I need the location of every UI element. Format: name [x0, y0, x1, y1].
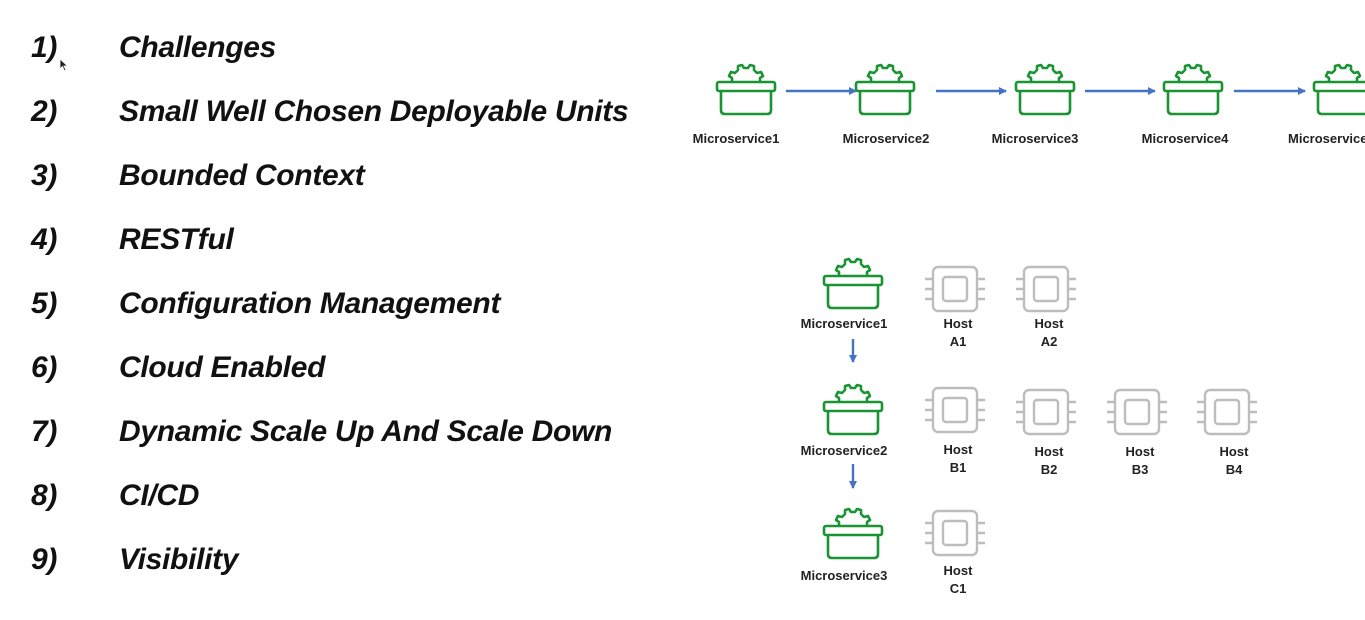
chip-icon — [923, 509, 987, 557]
host-id: A2 — [1041, 334, 1058, 349]
host-label: Host — [944, 563, 974, 578]
service-label: Microservice3 — [801, 568, 888, 583]
service-label: Microservice2 — [843, 131, 930, 146]
agenda-number: 1) — [31, 31, 58, 64]
agenda-item: 3) Bounded Context — [0, 156, 680, 196]
agenda-text: Small Well Chosen Deployable Units — [119, 95, 629, 128]
gear-box-icon — [822, 257, 884, 310]
deployment-diagram: Microservice1 Microservice2 Microservice… — [801, 257, 1259, 596]
agenda-number: 2) — [31, 95, 58, 128]
host-id: A1 — [950, 334, 967, 349]
gear-box-icon — [715, 63, 777, 116]
agenda-text: Configuration Management — [119, 287, 501, 320]
service-label: Microservice1 — [801, 316, 888, 331]
agenda-text: Challenges — [119, 31, 277, 64]
chip-icon — [1195, 388, 1259, 436]
gear-box-icon — [1014, 63, 1076, 116]
host-label: Host — [944, 442, 974, 457]
chip-icon — [1014, 265, 1078, 313]
host-id: B1 — [950, 460, 967, 475]
agenda-text: Bounded Context — [119, 159, 365, 192]
agenda-number: 4) — [31, 223, 58, 256]
gear-box-icon — [822, 383, 884, 436]
agenda-number: 7) — [31, 415, 58, 448]
agenda-number: 3) — [31, 159, 58, 192]
chip-icon — [923, 265, 987, 313]
service-label: Microservice3 — [992, 131, 1079, 146]
host-id: B3 — [1132, 462, 1149, 477]
service-label: Microservice1 — [693, 131, 780, 146]
host-label: Host — [1035, 444, 1065, 459]
mouse-pointer-icon — [59, 58, 69, 72]
chip-icon — [923, 386, 987, 434]
agenda-text: Dynamic Scale Up And Scale Down — [119, 415, 613, 448]
agenda-number: 8) — [31, 479, 58, 512]
gear-box-icon — [1162, 63, 1224, 116]
chip-icon — [1014, 388, 1078, 436]
host-id: B4 — [1226, 462, 1243, 477]
host-label: Host — [1035, 316, 1065, 331]
agenda-list: 1) Challenges 2) Small Well Chosen Deplo… — [0, 0, 680, 620]
gear-box-icon — [1312, 63, 1365, 116]
host-label: Host — [944, 316, 974, 331]
agenda-text: Visibility — [119, 543, 239, 576]
agenda-text: Cloud Enabled — [119, 351, 326, 384]
agenda-item: 4) RESTful — [0, 220, 680, 260]
host-label: Host — [1126, 444, 1156, 459]
host-label: Host — [1220, 444, 1250, 459]
agenda-number: 9) — [31, 543, 58, 576]
gear-box-icon — [854, 63, 916, 116]
agenda-number: 6) — [31, 351, 58, 384]
service-chain: Microservice1 Microservice2 Microservice… — [693, 63, 1365, 146]
service-label: Microservice4 — [1142, 131, 1229, 146]
agenda-item: 5) Configuration Management — [0, 284, 680, 324]
agenda-item: 1) Challenges — [0, 28, 680, 68]
agenda-number: 5) — [31, 287, 58, 320]
service-label: Microservice2 — [801, 443, 888, 458]
gear-box-icon — [822, 507, 884, 560]
agenda-item: 6) Cloud Enabled — [0, 348, 680, 388]
agenda-item: 9) Visibility — [0, 540, 680, 580]
host-id: C1 — [950, 581, 967, 596]
service-label: Microservice5 — [1288, 131, 1365, 146]
agenda-text: CI/CD — [119, 479, 200, 512]
agenda-item: 8) CI/CD — [0, 476, 680, 516]
agenda-text: RESTful — [119, 223, 234, 256]
agenda-item: 2) Small Well Chosen Deployable Units — [0, 92, 680, 132]
host-id: B2 — [1041, 462, 1058, 477]
agenda-item: 7) Dynamic Scale Up And Scale Down — [0, 412, 680, 452]
chip-icon — [1105, 388, 1169, 436]
